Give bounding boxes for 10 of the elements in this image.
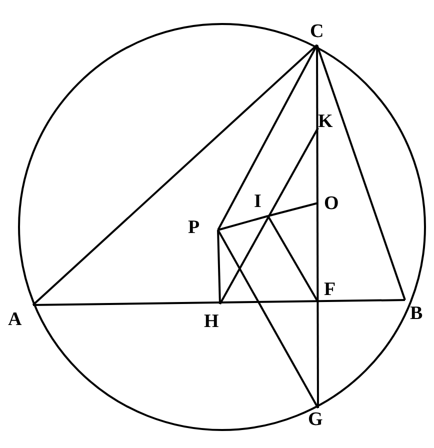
point-label: G <box>308 410 323 430</box>
point-label: C <box>310 22 324 42</box>
point-label: K <box>318 112 333 132</box>
point-label: P <box>188 218 200 238</box>
point-label: O <box>324 194 339 214</box>
point-label: H <box>204 312 219 332</box>
point-label: A <box>8 310 22 330</box>
point-label: F <box>324 280 336 300</box>
point-label: I <box>254 192 262 212</box>
point-label: B <box>410 304 423 324</box>
